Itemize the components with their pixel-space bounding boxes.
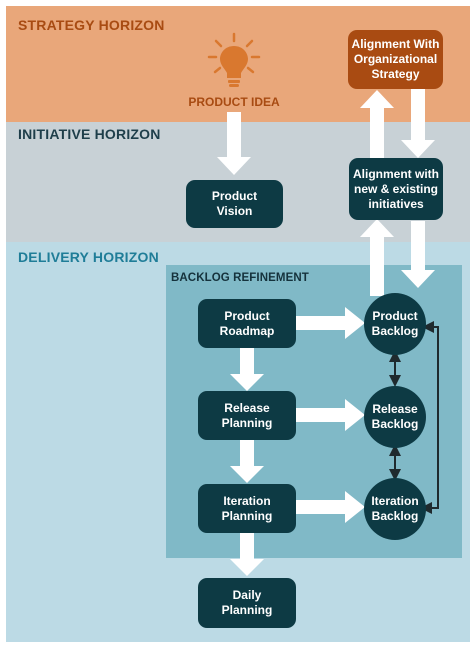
arrow-idea-to-vision — [217, 112, 251, 175]
arrow-roadmap-to-product-backlog — [296, 307, 365, 339]
lightbulb-icon — [207, 32, 261, 87]
initiative-horizon-title: INITIATIVE HORIZON — [18, 126, 161, 142]
product-idea-label: PRODUCT IDEA — [188, 95, 280, 109]
arrow-release-to-iteration — [230, 440, 264, 483]
arrow-backlog-to-initiatives — [360, 219, 394, 296]
strategy-horizon-title: STRATEGY HORIZON — [18, 17, 165, 33]
alignment-initiatives-node: Alignment with new & existing initiative… — [349, 158, 443, 220]
arrow-release-to-release-backlog — [296, 399, 365, 431]
alignment-strategy-node: Alignment With Organizational Strategy — [348, 30, 443, 89]
arrow-iteration-to-daily — [230, 533, 264, 576]
iteration-backlog-node: Iteration Backlog — [364, 478, 426, 540]
arrow-roadmap-to-release — [230, 348, 264, 391]
arrow-initiatives-to-strategy — [360, 90, 394, 158]
release-planning-node: Release Planning — [198, 391, 296, 440]
delivery-horizon-title: DELIVERY HORIZON — [18, 249, 159, 265]
product-vision-node: Product Vision — [186, 180, 283, 228]
arrow-iteration-to-iteration-backlog — [296, 491, 365, 523]
product-backlog-node: Product Backlog — [364, 293, 426, 355]
iteration-planning-node: Iteration Planning — [198, 484, 296, 533]
daily-planning-node: Daily Planning — [198, 578, 296, 628]
arrow-strategy-to-initiatives — [401, 89, 435, 158]
arrow-initiatives-to-backlog — [401, 221, 435, 288]
product-roadmap-node: Product Roadmap — [198, 299, 296, 348]
arrow-loop-iteration-to-product-backlog — [420, 321, 439, 514]
release-backlog-node: Release Backlog — [364, 386, 426, 448]
backlog-refinement-title: BACKLOG REFINEMENT — [171, 272, 309, 284]
